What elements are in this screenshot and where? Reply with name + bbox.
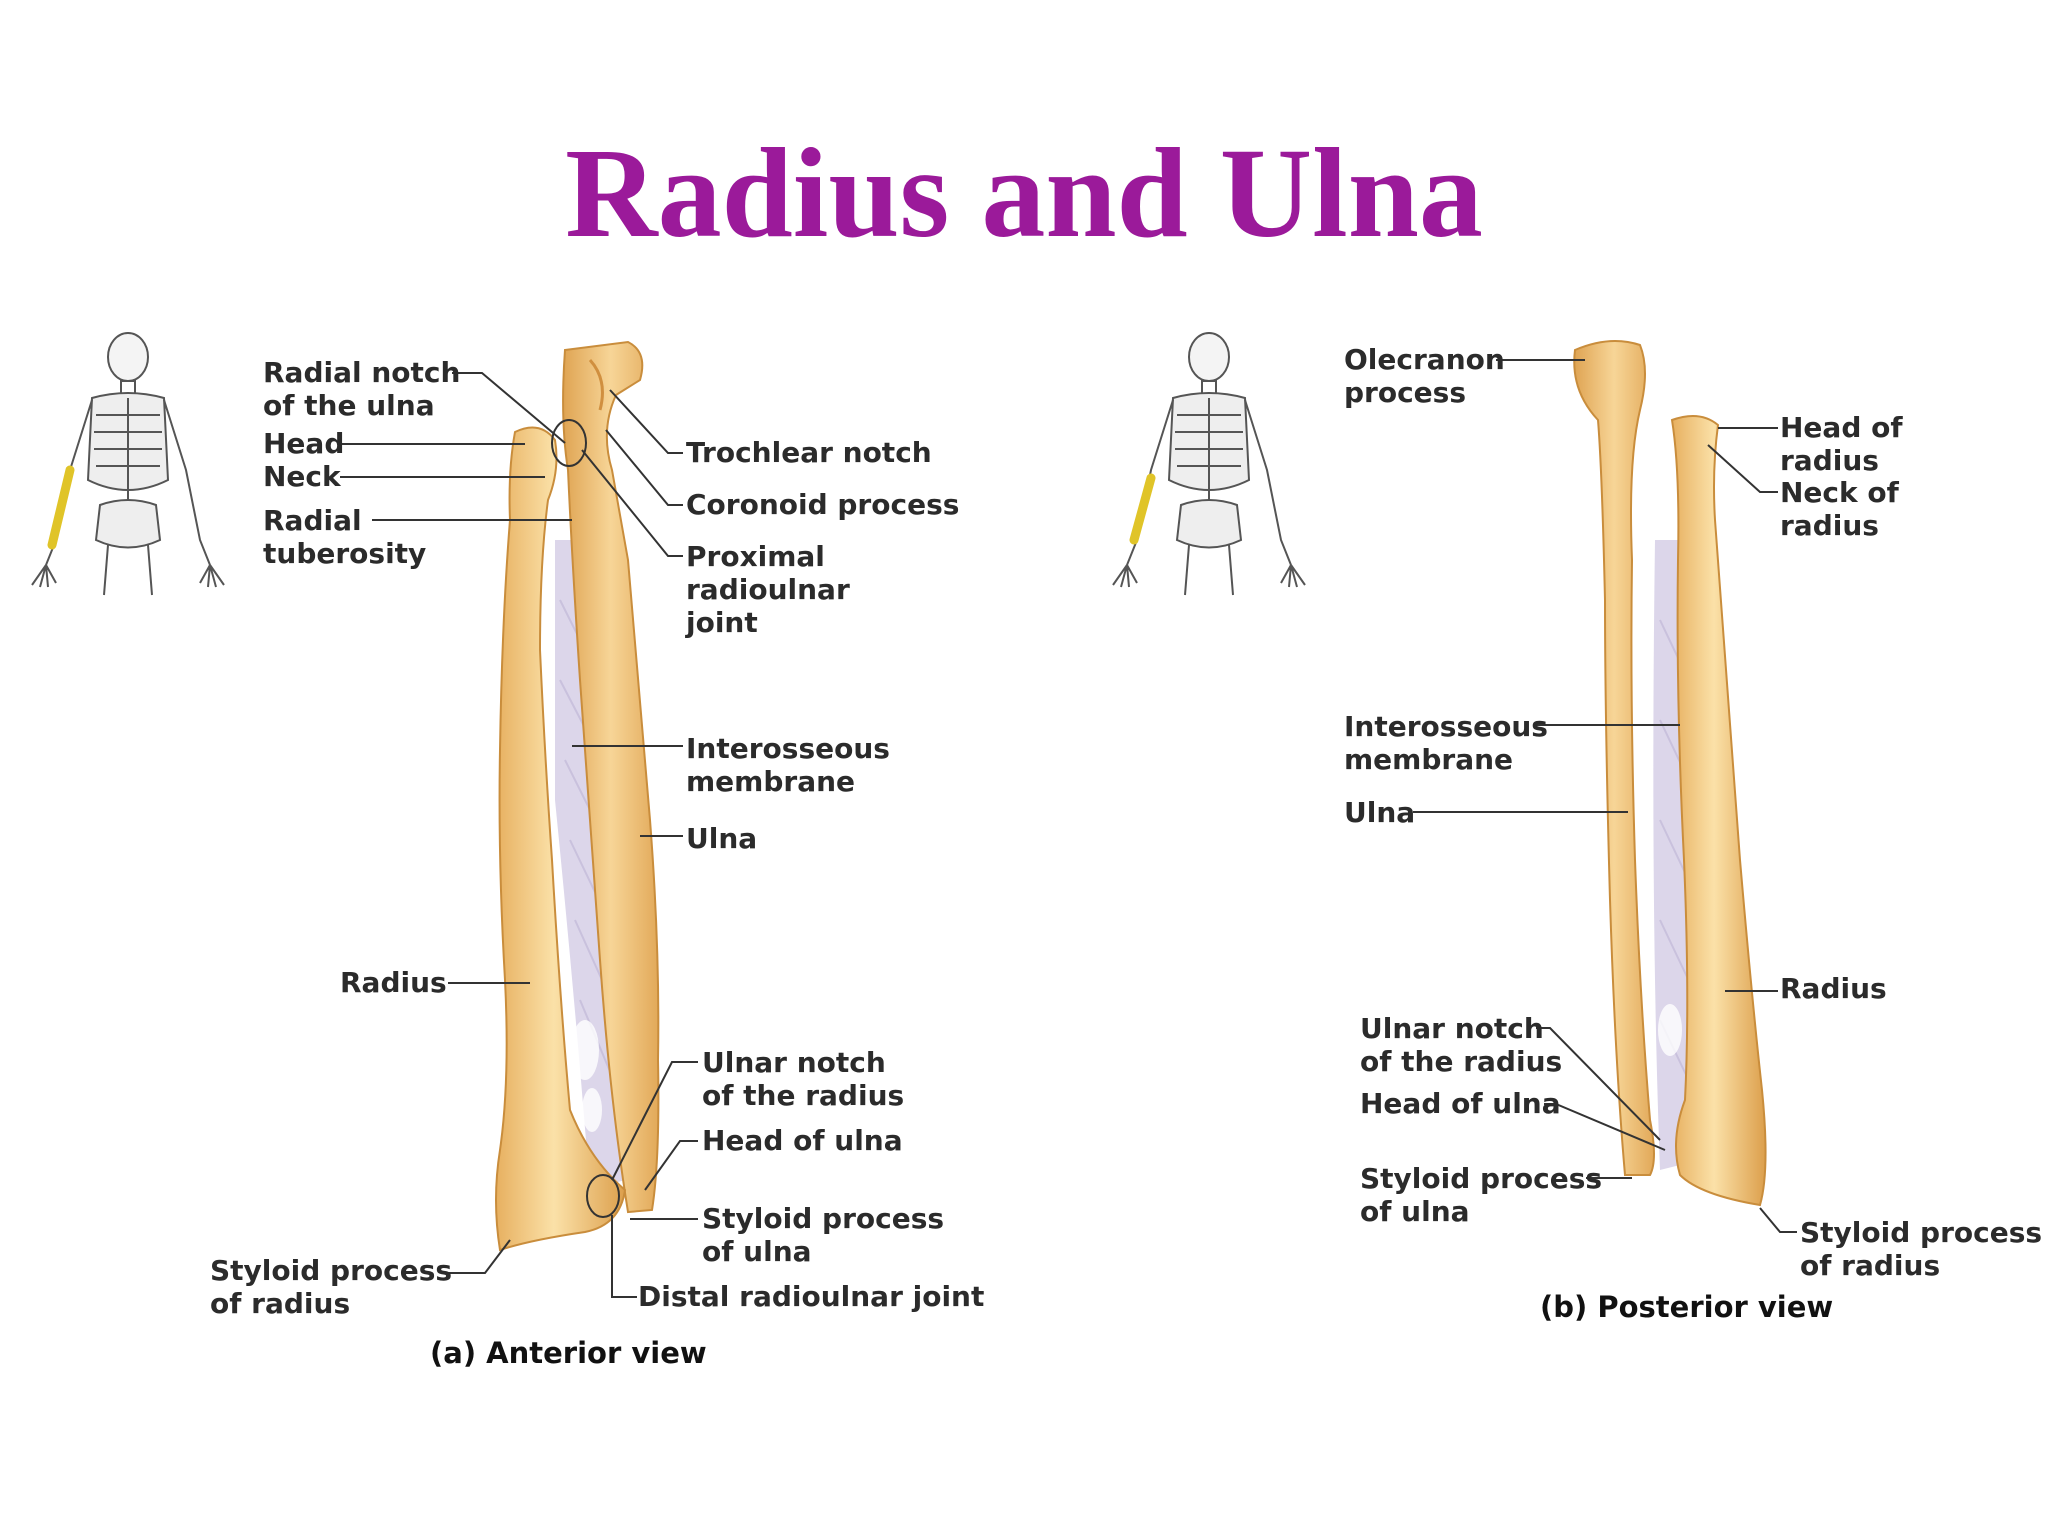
label-line: of the ulna [263,389,435,422]
label-line: membrane [1344,743,1514,776]
label-line: of ulna [702,1235,812,1268]
label-trochlear-notch: Trochlear notch [686,436,932,469]
label-ulnar-notch-of-radius-posterior: Ulnar notch of the radius [1360,1012,1562,1078]
label-ulna-posterior: Ulna [1344,796,1416,829]
leader-lines-posterior [1413,359,1797,1233]
leader-lines-anterior [340,372,698,1298]
label-styloid-process-of-ulna-posterior: Styloid process of ulna [1360,1162,1602,1228]
label-ulna-anterior: Ulna [686,822,758,855]
label-coronoid-process: Coronoid process [686,488,960,521]
label-neck-of-radius-posterior: Neck of radius [1780,476,1899,542]
label-line: process [1344,376,1467,409]
label-radial-notch-of-ulna: Radial notch of the ulna [263,356,460,422]
label-line: of the radius [702,1079,905,1112]
label-line: radioulnar [686,573,850,606]
label-line: Ulnar notch [702,1046,886,1079]
radius-posterior [1670,415,1767,1207]
label-line: Ulnar notch [1360,1012,1544,1045]
label-line: of radius [1800,1249,1941,1282]
ulna-anterior [562,340,660,1214]
label-olecranon-process: Olecranon process [1344,343,1505,409]
label-distal-radioulnar-joint: Distal radioulnar joint [638,1280,985,1313]
label-interosseous-membrane-anterior: Interosseous membrane [686,732,890,798]
radius-anterior [495,426,627,1252]
slide-title: Radius and Ulna [565,122,1483,264]
ulna-posterior [1573,340,1655,1176]
label-line: Interosseous [686,732,890,765]
label-line: radius [1780,444,1879,477]
label-line: of the radius [1360,1045,1563,1078]
label-head: Head [263,427,345,460]
label-line: Proximal [686,540,825,573]
skeleton-thumbnail-posterior [1112,332,1306,596]
label-line: of ulna [1360,1195,1470,1228]
highlighted-forearm-posterior [1129,473,1156,545]
label-line: Radial notch [263,356,461,389]
label-line: tuberosity [263,537,427,570]
label-head-of-radius-posterior: Head of radius [1780,411,1903,477]
label-head-of-ulna-anterior: Head of ulna [702,1124,903,1157]
label-styloid-process-of-ulna-anterior: Styloid process of ulna [702,1202,944,1268]
label-radius-posterior: Radius [1780,972,1887,1005]
label-line: Radial [263,504,362,537]
label-line: membrane [686,765,856,798]
label-line: radius [1780,509,1879,542]
highlighted-forearm-anterior [47,465,75,550]
label-line: Styloid process [1360,1162,1603,1195]
label-line: Olecranon [1344,343,1505,376]
label-line: of radius [210,1287,351,1320]
label-proximal-radioulnar-joint: Proximal radioulnar joint [686,540,850,639]
caption-anterior-view: (a) Anterior view [430,1336,707,1370]
skeleton-thumbnail-anterior [31,332,225,596]
label-head-of-ulna-posterior: Head of ulna [1360,1087,1561,1120]
label-styloid-process-of-radius-posterior: Styloid process of radius [1800,1216,2042,1282]
label-line: Interosseous [1344,710,1548,743]
label-line: Styloid process [1800,1216,2043,1249]
label-radial-tuberosity: Radial tuberosity [263,504,426,570]
label-styloid-process-of-radius-anterior: Styloid process of radius [210,1254,452,1320]
label-line: joint [686,606,758,639]
label-neck: Neck [263,460,341,493]
label-interosseous-membrane-posterior: Interosseous membrane [1344,710,1548,776]
label-ulnar-notch-of-radius-anterior: Ulnar notch of the radius [702,1046,904,1112]
label-line: Styloid process [702,1202,945,1235]
label-line: Head of [1780,411,1903,444]
label-line: Neck of [1780,476,1899,509]
caption-posterior-view: (b) Posterior view [1540,1290,1834,1324]
label-line: Styloid process [210,1254,453,1287]
label-radius-anterior: Radius [340,966,447,999]
